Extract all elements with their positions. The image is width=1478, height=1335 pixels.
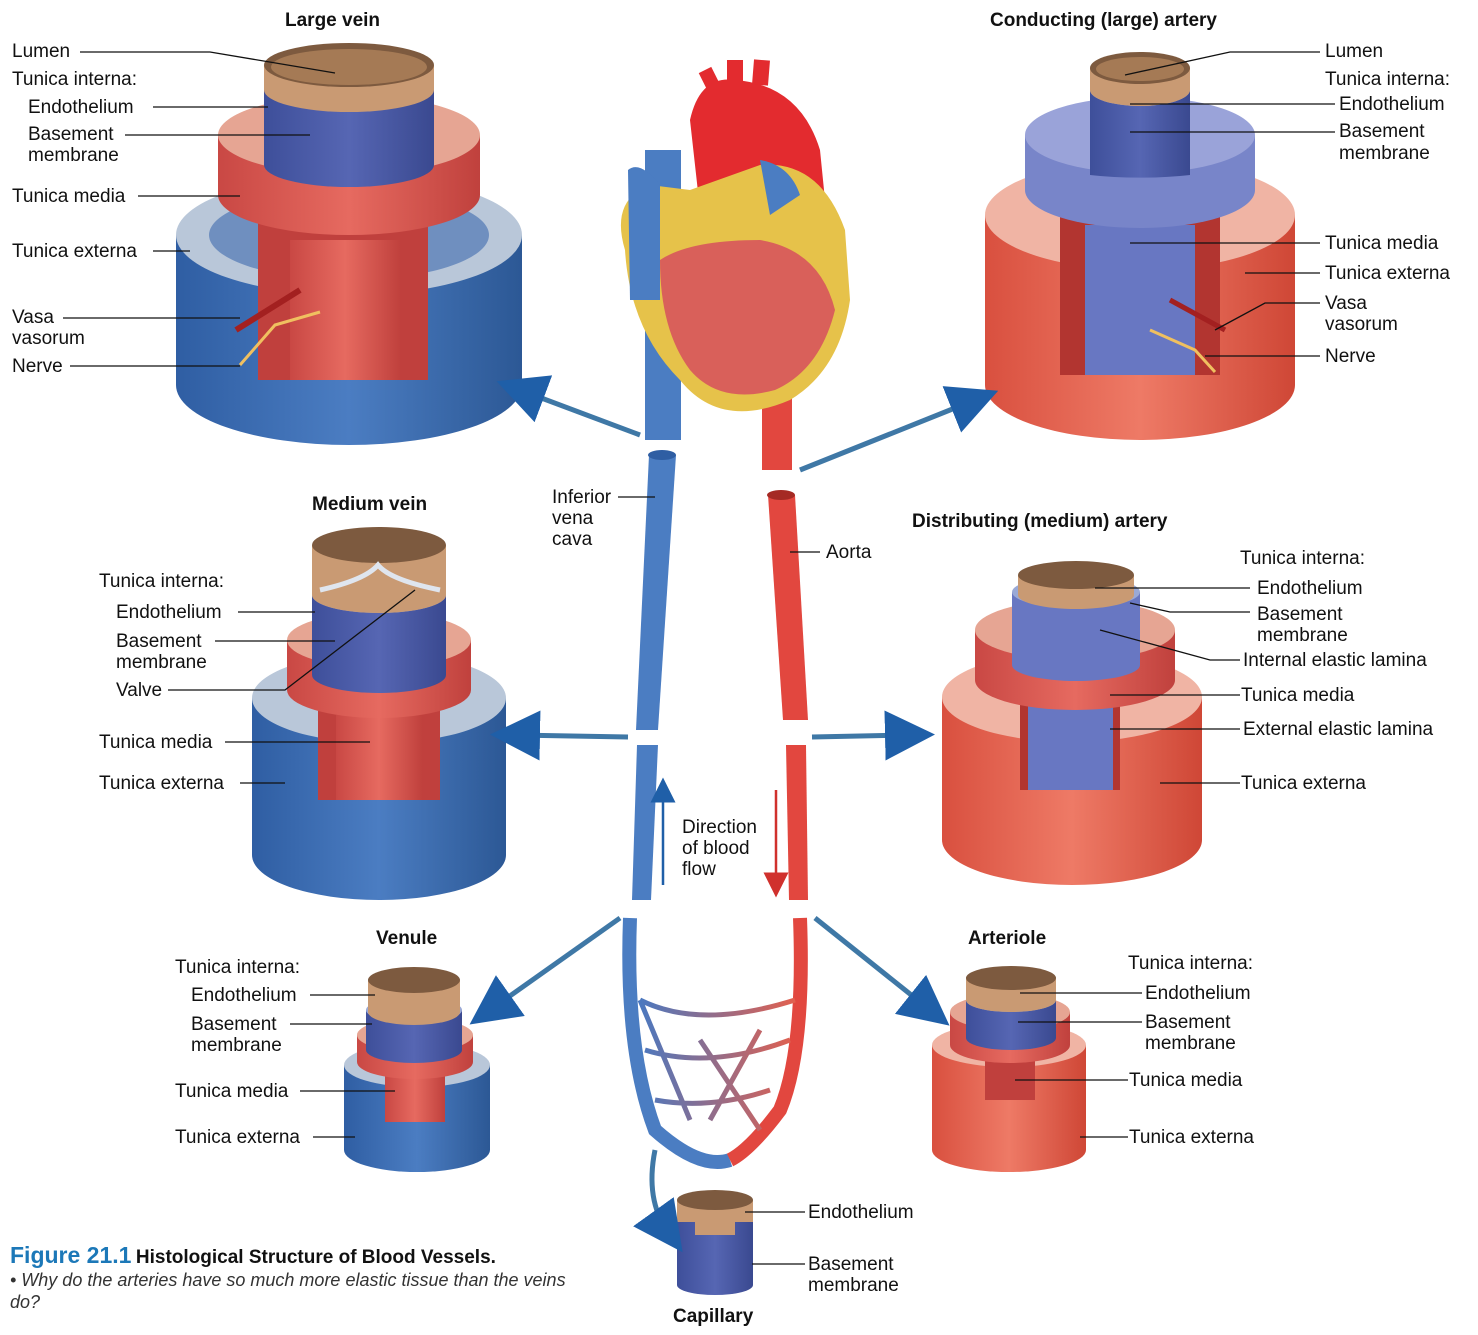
large-artery-drawing xyxy=(985,52,1295,440)
title-arteriole: Arteriole xyxy=(968,928,1046,950)
title-venule: Venule xyxy=(376,928,437,950)
arteriole-drawing xyxy=(932,966,1086,1172)
venule-basement-label: Basement xyxy=(191,1014,277,1035)
large-vein-vasorum-label: vasorum xyxy=(12,328,85,349)
ivc-label-line2: vena xyxy=(552,508,593,529)
title-medium-artery: Distributing (medium) artery xyxy=(912,511,1167,533)
large-vein-basement-label: Basement xyxy=(28,124,114,145)
medium-vein-membrane-label: membrane xyxy=(116,652,207,673)
large-artery-media-label: Tunica media xyxy=(1325,233,1438,254)
medium-artery-drawing xyxy=(942,561,1202,885)
medium-artery-externa-label: Tunica externa xyxy=(1241,773,1366,794)
title-large-artery: Conducting (large) artery xyxy=(990,10,1217,32)
medium-artery-basement-label: Basement xyxy=(1257,604,1343,625)
large-artery-tunica-interna-label: Tunica interna: xyxy=(1325,69,1450,90)
venule-drawing xyxy=(344,967,490,1172)
large-artery-basement-label: Basement xyxy=(1339,121,1425,142)
large-artery-lumen-label: Lumen xyxy=(1325,41,1383,62)
medium-vein-endothelium-label: Endothelium xyxy=(116,602,222,623)
medium-artery-membrane-label: membrane xyxy=(1257,625,1348,646)
capillary-basement-label: Basement xyxy=(808,1254,894,1275)
heart-drawing xyxy=(621,60,850,470)
arteriole-media-label: Tunica media xyxy=(1129,1070,1242,1091)
large-vein-nerve-label: Nerve xyxy=(12,356,63,377)
ivc-label-line3: cava xyxy=(552,529,592,550)
large-vein-tunica-interna-label: Tunica interna: xyxy=(12,69,137,90)
medium-artery-internal-lamina-label: Internal elastic lamina xyxy=(1243,650,1427,671)
large-artery-vasa-label: Vasa xyxy=(1325,293,1367,314)
title-medium-vein: Medium vein xyxy=(312,494,427,516)
ivc-label-line1: Inferior xyxy=(552,487,611,508)
large-vein-membrane-label: membrane xyxy=(28,145,119,166)
medium-artery-media-label: Tunica media xyxy=(1241,685,1354,706)
venule-media-label: Tunica media xyxy=(175,1081,288,1102)
capillary-drawing xyxy=(677,1190,753,1295)
arteriole-tunica-interna-label: Tunica interna: xyxy=(1128,953,1253,974)
medium-artery-tunica-interna-label: Tunica interna: xyxy=(1240,548,1365,569)
aorta-label: Aorta xyxy=(826,542,871,563)
medium-vein-tunica-interna-label: Tunica interna: xyxy=(99,571,224,592)
large-artery-endothelium-label: Endothelium xyxy=(1339,94,1445,115)
large-artery-nerve-label: Nerve xyxy=(1325,346,1376,367)
medium-artery-external-lamina-label: External elastic lamina xyxy=(1243,719,1433,740)
venule-externa-label: Tunica externa xyxy=(175,1127,300,1148)
large-artery-externa-label: Tunica externa xyxy=(1325,263,1450,284)
flow-label-line1: Direction xyxy=(682,817,757,838)
central-vessels xyxy=(629,450,808,1162)
medium-vein-basement-label: Basement xyxy=(116,631,202,652)
large-vein-externa-label: Tunica externa xyxy=(12,241,137,262)
venule-endothelium-label: Endothelium xyxy=(191,985,297,1006)
capillary-membrane-label: membrane xyxy=(808,1275,899,1296)
arteriole-externa-label: Tunica externa xyxy=(1129,1127,1254,1148)
large-vein-vasa-label: Vasa xyxy=(12,307,54,328)
venule-membrane-label: membrane xyxy=(191,1035,282,1056)
large-vein-media-label: Tunica media xyxy=(12,186,125,207)
figure-caption: Figure 21.1 Histological Structure of Bl… xyxy=(10,1242,610,1313)
medium-vein-media-label: Tunica media xyxy=(99,732,212,753)
arteriole-endothelium-label: Endothelium xyxy=(1145,983,1251,1004)
large-vein-endothelium-label: Endothelium xyxy=(28,97,134,118)
capillary-endothelium-label: Endothelium xyxy=(808,1202,914,1223)
large-artery-membrane-label: membrane xyxy=(1339,143,1430,164)
arteriole-basement-label: Basement xyxy=(1145,1012,1231,1033)
medium-vein-drawing xyxy=(252,527,506,900)
title-capillary: Capillary xyxy=(673,1306,753,1328)
title-large-vein: Large vein xyxy=(285,10,380,32)
venule-tunica-interna-label: Tunica interna: xyxy=(175,957,300,978)
figure-title: Histological Structure of Blood Vessels. xyxy=(136,1247,496,1268)
figure-question: • Why do the arteries have so much more … xyxy=(10,1269,570,1313)
flow-label-line3: flow xyxy=(682,859,716,880)
large-vein-drawing xyxy=(176,43,522,445)
medium-artery-endothelium-label: Endothelium xyxy=(1257,578,1363,599)
figure-number: Figure 21.1 xyxy=(10,1242,131,1268)
large-artery-vasorum-label: vasorum xyxy=(1325,314,1398,335)
flow-label-line2: of blood xyxy=(682,838,750,859)
medium-vein-externa-label: Tunica externa xyxy=(99,773,224,794)
large-vein-lumen-label: Lumen xyxy=(12,41,70,62)
arteriole-membrane-label: membrane xyxy=(1145,1033,1236,1054)
medium-vein-valve-label: Valve xyxy=(116,680,162,701)
